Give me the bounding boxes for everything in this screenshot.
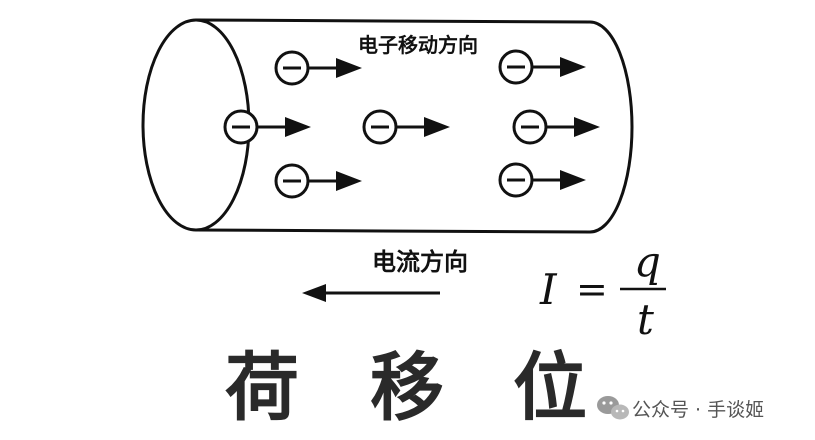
formula-denominator: t — [637, 295, 654, 344]
formula: I = q t — [539, 237, 666, 344]
electron — [274, 50, 362, 86]
watermark-text: 公众号 · 手谈姬 — [632, 399, 764, 421]
electron — [498, 49, 586, 85]
title-char-1: 荷 — [225, 345, 299, 431]
electron-arrow-head — [336, 58, 362, 78]
formula-lhs: I — [539, 265, 558, 314]
electron-arrow-head — [560, 170, 586, 190]
current-direction-label: 电流方向 — [372, 248, 468, 276]
electron-direction-label: 电子移动方向 — [358, 33, 478, 57]
title-char-2: 移 — [370, 345, 444, 431]
electron-group — [223, 49, 600, 199]
electron — [274, 163, 362, 199]
electron-arrow-head — [336, 171, 362, 191]
formula-equals: = — [576, 267, 608, 311]
current-direction-arrow — [302, 284, 440, 302]
electron — [498, 162, 586, 198]
watermark: 公众号 · 手谈姬 — [597, 396, 764, 421]
electron-arrow-head — [560, 57, 586, 77]
electron-arrow-head — [574, 117, 600, 137]
electron — [223, 109, 311, 145]
electron — [362, 109, 450, 145]
wechat-icon — [597, 396, 629, 420]
formula-numerator: q — [634, 237, 661, 286]
title-char-3: 位 — [513, 345, 587, 431]
electron-arrow-head — [424, 117, 450, 137]
electron — [512, 109, 600, 145]
electron-arrow-head — [285, 117, 311, 137]
cylinder-body — [195, 18, 634, 234]
